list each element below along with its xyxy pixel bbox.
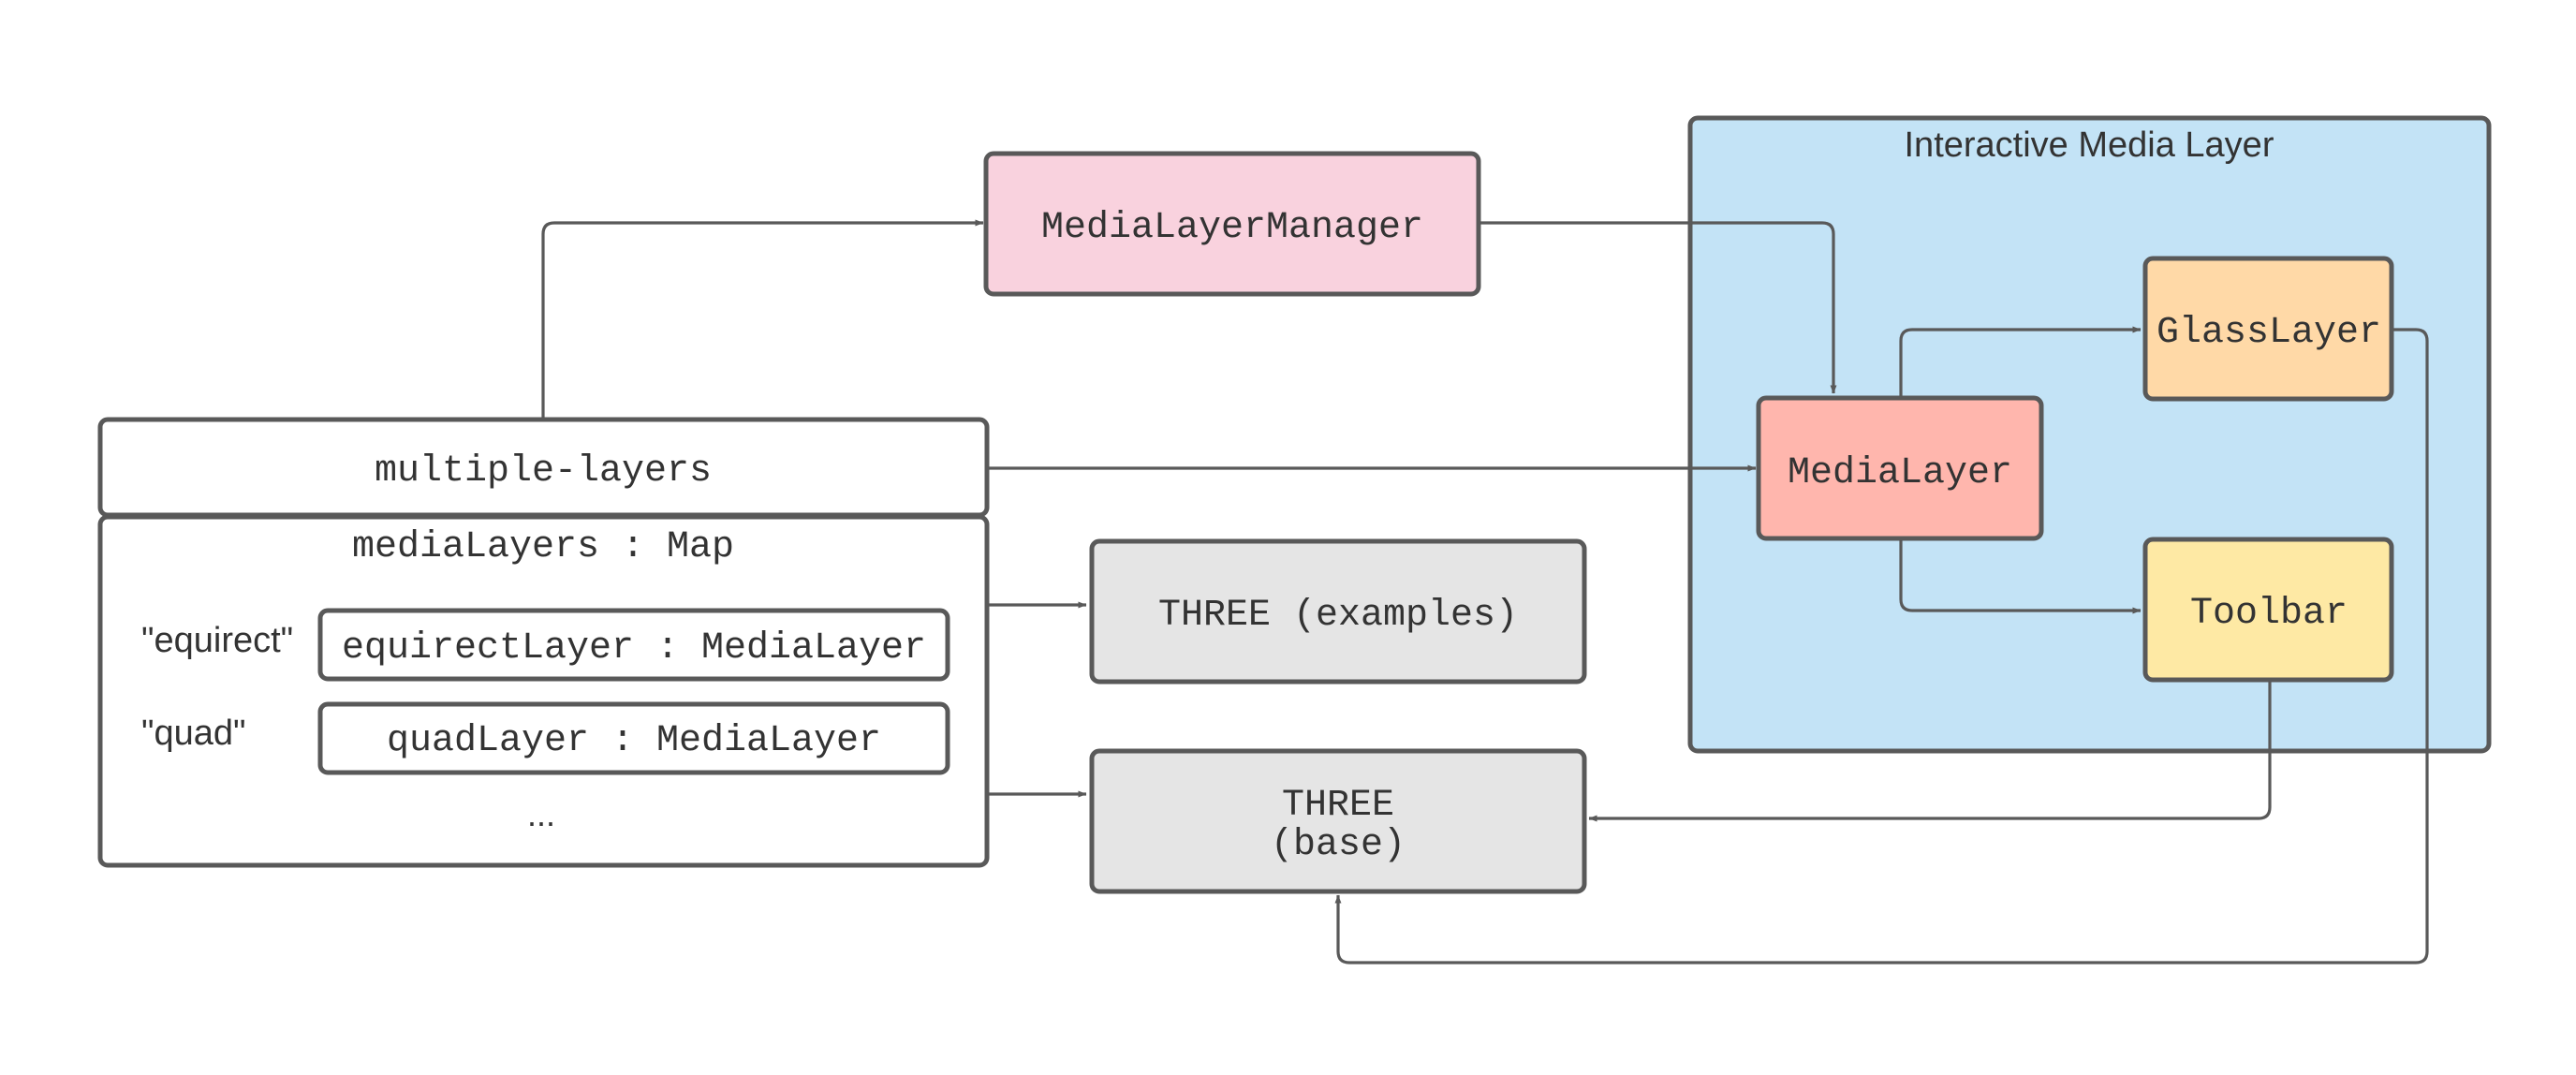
toolbar-label: Toolbar xyxy=(2190,593,2348,635)
edge-glasslayer-to-three-base xyxy=(1334,328,2429,965)
map-entry-value: quadLayer : MediaLayer xyxy=(387,720,881,762)
three-base-label-line1: THREE xyxy=(1282,785,1394,827)
three-base-node: THREE (base) xyxy=(1089,748,1587,894)
multiple-layers-node: multiple-layers xyxy=(97,417,990,518)
three-examples-box xyxy=(1089,538,1587,685)
media-layer-node: MediaLayer xyxy=(1756,395,2044,541)
map-entry-value: equirectLayer : MediaLayer xyxy=(342,627,926,670)
glass-layer-node: GlassLayer xyxy=(2142,256,2394,402)
media-layers-map-label: mediaLayers : Map xyxy=(352,526,734,568)
edge-medialayer-to-glasslayer xyxy=(1899,326,2142,397)
map-entry-key: "equirect" xyxy=(141,621,293,660)
edge-multiple-layers-to-manager xyxy=(541,219,984,419)
media-layer-manager-label: MediaLayerManager xyxy=(1041,207,1423,249)
map-entry-value-box xyxy=(317,608,950,682)
container-title: Interactive Media Layer xyxy=(1905,125,2274,165)
edge-medialayer-to-toolbar xyxy=(1899,540,2142,614)
toolbar-node: Toolbar xyxy=(2142,537,2394,683)
toolbar-box xyxy=(2142,537,2394,683)
media-layer-label: MediaLayer xyxy=(1788,452,2012,494)
media-layer-manager-node: MediaLayerManager xyxy=(983,151,1481,297)
edge-manager-to-medialayer xyxy=(1479,221,1837,394)
glass-layer-label: GlassLayer xyxy=(2156,312,2381,354)
three-base-label-line2: (base) xyxy=(1271,824,1406,866)
three-examples-node: THREE (examples) xyxy=(1089,538,1587,685)
three-base-box xyxy=(1089,748,1587,894)
glass-layer-box xyxy=(2142,256,2394,402)
three-examples-label: THREE (examples) xyxy=(1158,595,1518,637)
map-entry-value-box xyxy=(317,701,950,775)
media-layer-box xyxy=(1756,395,2044,541)
multiple-layers-label: multiple-layers xyxy=(375,450,712,493)
media-layer-manager-box xyxy=(983,151,1481,297)
map-entry-key: "quad" xyxy=(141,714,246,753)
media-layers-map-node: mediaLayers : Map "equirect" equirectLay… xyxy=(97,514,990,868)
media-layers-map-box xyxy=(97,514,990,868)
map-ellipsis: ... xyxy=(527,795,555,833)
edges xyxy=(541,219,2429,965)
edge-toolbar-to-three-base xyxy=(1588,681,2272,822)
